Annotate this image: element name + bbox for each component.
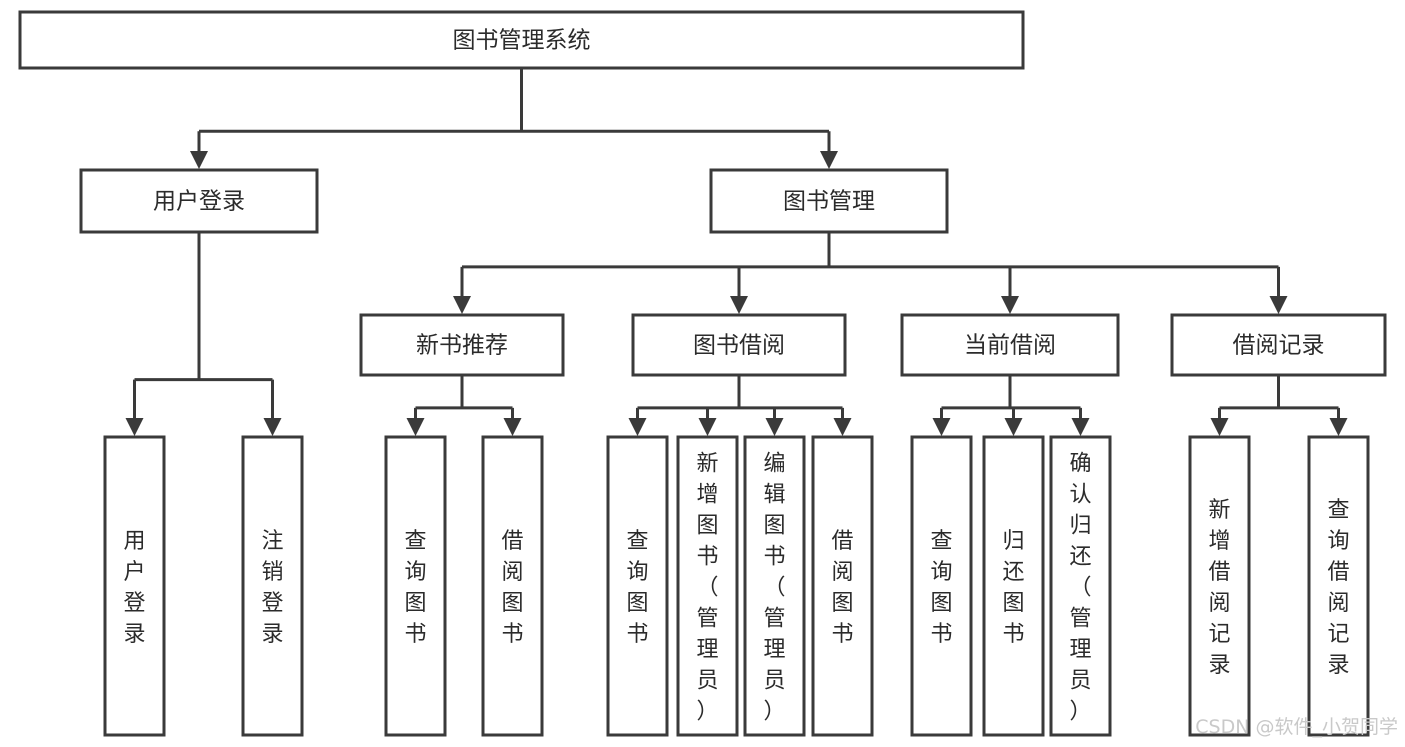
node-box-leaf-query-book-borrow bbox=[606, 435, 669, 737]
edge-group-current-borrow bbox=[932, 375, 1090, 436]
node-label-leaf-add-borrow-record: 新增借阅记录 bbox=[1208, 498, 1230, 678]
node-box-leaf-query-borrow-record bbox=[1307, 435, 1370, 737]
node-leaf-query-book-current[interactable]: 查询图书 bbox=[910, 435, 973, 737]
arrow-head-icon bbox=[698, 418, 717, 436]
node-box-leaf-borrow-book-rec bbox=[481, 435, 544, 737]
node-box-current-borrow bbox=[900, 313, 1120, 377]
arrow-head-icon bbox=[1269, 296, 1288, 314]
node-root[interactable]: 图书管理系统 bbox=[18, 10, 1025, 70]
arrow-head-icon bbox=[406, 418, 425, 436]
node-label-leaf-borrow-book: 借阅图书 bbox=[831, 529, 853, 647]
arrow-head-icon bbox=[125, 418, 144, 436]
node-box-leaf-edit-book-admin bbox=[743, 435, 806, 737]
connector-layer bbox=[125, 68, 1348, 436]
arrow-head-icon bbox=[1071, 418, 1090, 436]
node-layer: 图书管理系统用户登录图书管理新书推荐图书借阅当前借阅借阅记录用户登录注销登录查询… bbox=[18, 10, 1387, 737]
node-box-leaf-confirm-return-admin bbox=[1049, 435, 1112, 737]
csdn-watermark: CSDN @软件_小贺同学 bbox=[1195, 716, 1398, 738]
node-box-new-book-recommend bbox=[359, 313, 565, 377]
node-label-leaf-query-book-rec: 查询图书 bbox=[404, 529, 426, 647]
arrow-head-icon bbox=[1001, 296, 1019, 314]
arrow-head-icon bbox=[453, 296, 471, 314]
node-label-current-borrow: 当前借阅 bbox=[964, 333, 1056, 359]
arrow-head-icon bbox=[765, 418, 784, 436]
edge-group-user-login bbox=[125, 232, 282, 436]
node-label-leaf-query-book-current: 查询图书 bbox=[930, 529, 952, 647]
node-label-new-book-recommend: 新书推荐 bbox=[416, 333, 508, 359]
node-label-book-borrow: 图书借阅 bbox=[693, 333, 785, 359]
node-label-leaf-edit-book-admin: 编辑图书（管理员） bbox=[763, 452, 785, 725]
node-box-book-manage bbox=[709, 168, 949, 234]
node-box-leaf-return-book bbox=[982, 435, 1045, 737]
arrow-head-icon bbox=[833, 418, 852, 436]
node-borrow-record[interactable]: 借阅记录 bbox=[1170, 313, 1387, 377]
node-label-leaf-query-borrow-record: 查询借阅记录 bbox=[1327, 498, 1349, 678]
node-label-root: 图书管理系统 bbox=[453, 28, 591, 54]
arrow-head-icon bbox=[820, 151, 838, 169]
node-leaf-return-book[interactable]: 归还图书 bbox=[982, 435, 1045, 737]
node-user-login[interactable]: 用户登录 bbox=[79, 168, 319, 234]
arrow-head-icon bbox=[730, 296, 748, 314]
node-box-leaf-add-book-admin bbox=[676, 435, 739, 737]
node-leaf-add-book-admin[interactable]: 新增图书（管理员） bbox=[676, 435, 739, 737]
node-box-book-borrow bbox=[631, 313, 847, 377]
node-leaf-logout-login[interactable]: 注销登录 bbox=[241, 435, 304, 737]
node-box-leaf-query-book-current bbox=[910, 435, 973, 737]
node-box-user-login bbox=[79, 168, 319, 234]
edge-group-root bbox=[190, 68, 838, 169]
node-box-leaf-query-book-rec bbox=[384, 435, 447, 737]
arrow-head-icon bbox=[1004, 418, 1023, 436]
node-leaf-confirm-return-admin[interactable]: 确认归还（管理员） bbox=[1049, 435, 1112, 737]
arrow-head-icon bbox=[932, 418, 951, 436]
node-box-leaf-user-login bbox=[103, 435, 166, 737]
node-book-borrow[interactable]: 图书借阅 bbox=[631, 313, 847, 377]
node-box-leaf-logout-login bbox=[241, 435, 304, 737]
node-box-borrow-record bbox=[1170, 313, 1387, 377]
arrow-head-icon bbox=[1210, 418, 1229, 436]
arrow-head-icon bbox=[1329, 418, 1348, 436]
edge-group-book-manage bbox=[453, 232, 1288, 314]
edge-group-new-book-recommend bbox=[406, 375, 522, 436]
arrow-head-icon bbox=[263, 418, 282, 436]
node-label-leaf-add-book-admin: 新增图书（管理员） bbox=[696, 452, 718, 725]
node-leaf-query-book-borrow[interactable]: 查询图书 bbox=[606, 435, 669, 737]
node-current-borrow[interactable]: 当前借阅 bbox=[900, 313, 1120, 377]
node-label-leaf-confirm-return-admin: 确认归还（管理员） bbox=[1069, 452, 1091, 725]
node-leaf-borrow-book-rec[interactable]: 借阅图书 bbox=[481, 435, 544, 737]
node-label-book-manage: 图书管理 bbox=[783, 189, 875, 215]
arrow-head-icon bbox=[190, 151, 208, 169]
node-leaf-edit-book-admin[interactable]: 编辑图书（管理员） bbox=[743, 435, 806, 737]
node-leaf-user-login[interactable]: 用户登录 bbox=[103, 435, 166, 737]
arrow-head-icon bbox=[628, 418, 647, 436]
node-label-leaf-logout-login: 注销登录 bbox=[261, 529, 283, 647]
node-label-leaf-query-book-borrow: 查询图书 bbox=[626, 529, 648, 647]
node-label-leaf-user-login: 用户登录 bbox=[123, 529, 145, 647]
node-box-leaf-add-borrow-record bbox=[1188, 435, 1251, 737]
node-label-leaf-return-book: 归还图书 bbox=[1002, 529, 1024, 647]
edge-group-book-borrow bbox=[628, 375, 852, 436]
edge-group-borrow-record bbox=[1210, 375, 1348, 436]
arrow-head-icon bbox=[503, 418, 522, 436]
node-label-borrow-record: 借阅记录 bbox=[1233, 333, 1325, 359]
node-book-manage[interactable]: 图书管理 bbox=[709, 168, 949, 234]
node-leaf-borrow-book[interactable]: 借阅图书 bbox=[811, 435, 874, 737]
node-leaf-query-book-rec[interactable]: 查询图书 bbox=[384, 435, 447, 737]
node-label-user-login: 用户登录 bbox=[153, 189, 245, 215]
node-box-leaf-borrow-book bbox=[811, 435, 874, 737]
node-label-leaf-borrow-book-rec: 借阅图书 bbox=[501, 529, 523, 647]
node-box-root bbox=[18, 10, 1025, 70]
node-new-book-recommend[interactable]: 新书推荐 bbox=[359, 313, 565, 377]
node-leaf-query-borrow-record[interactable]: 查询借阅记录 bbox=[1307, 435, 1370, 737]
node-leaf-add-borrow-record[interactable]: 新增借阅记录 bbox=[1188, 435, 1251, 737]
